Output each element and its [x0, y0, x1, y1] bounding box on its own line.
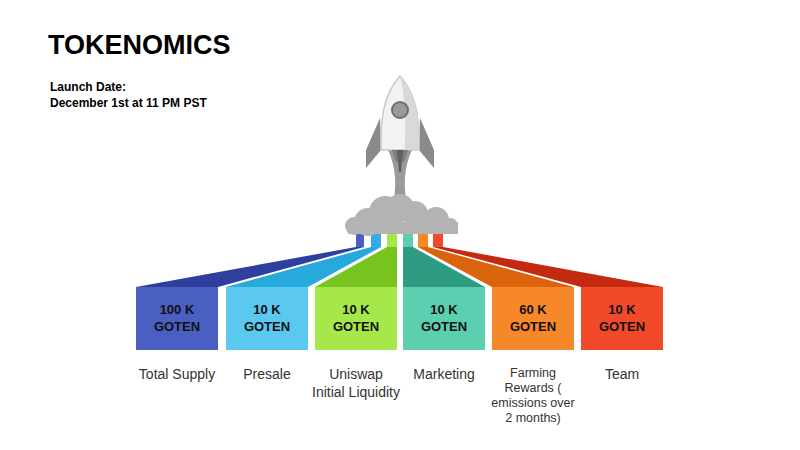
color-beams — [136, 232, 663, 287]
page-title: TOKENOMICS — [48, 30, 231, 61]
token-amount: 10 K GOTEN — [415, 302, 473, 335]
allocation-box: 10 K GOTENTeam — [581, 287, 663, 350]
allocation-caption: Presale — [222, 366, 312, 384]
allocation-box: 10 K GOTENMarketing — [403, 287, 485, 350]
allocation-caption: Uniswap Initial Liquidity — [311, 366, 401, 401]
allocation-caption: Farming Rewards ( emissions over 2 month… — [488, 366, 578, 426]
rocket — [366, 76, 434, 172]
allocation-box: 10 K GOTENPresale — [226, 287, 308, 350]
token-amount: 100 K GOTEN — [148, 302, 206, 335]
allocation-caption: Total Supply — [132, 366, 222, 384]
allocation-caption: Team — [577, 366, 667, 384]
token-amount: 10 K GOTEN — [327, 302, 385, 335]
allocation-box: 60 K GOTENFarming Rewards ( emissions ov… — [492, 287, 574, 350]
token-amount: 10 K GOTEN — [593, 302, 651, 335]
token-amount: 60 K GOTEN — [504, 302, 562, 335]
allocation-box: 10 K GOTENUniswap Initial Liquidity — [315, 287, 397, 350]
allocation-caption: Marketing — [399, 366, 489, 384]
rocket-smoke — [345, 150, 458, 236]
launch-note: December 1st at 11 PM PST — [50, 96, 207, 110]
token-amount: 10 K GOTEN — [238, 302, 296, 335]
allocation-box: 100 K GOTENTotal Supply — [136, 287, 218, 350]
launch-note: Launch Date: — [50, 80, 126, 94]
